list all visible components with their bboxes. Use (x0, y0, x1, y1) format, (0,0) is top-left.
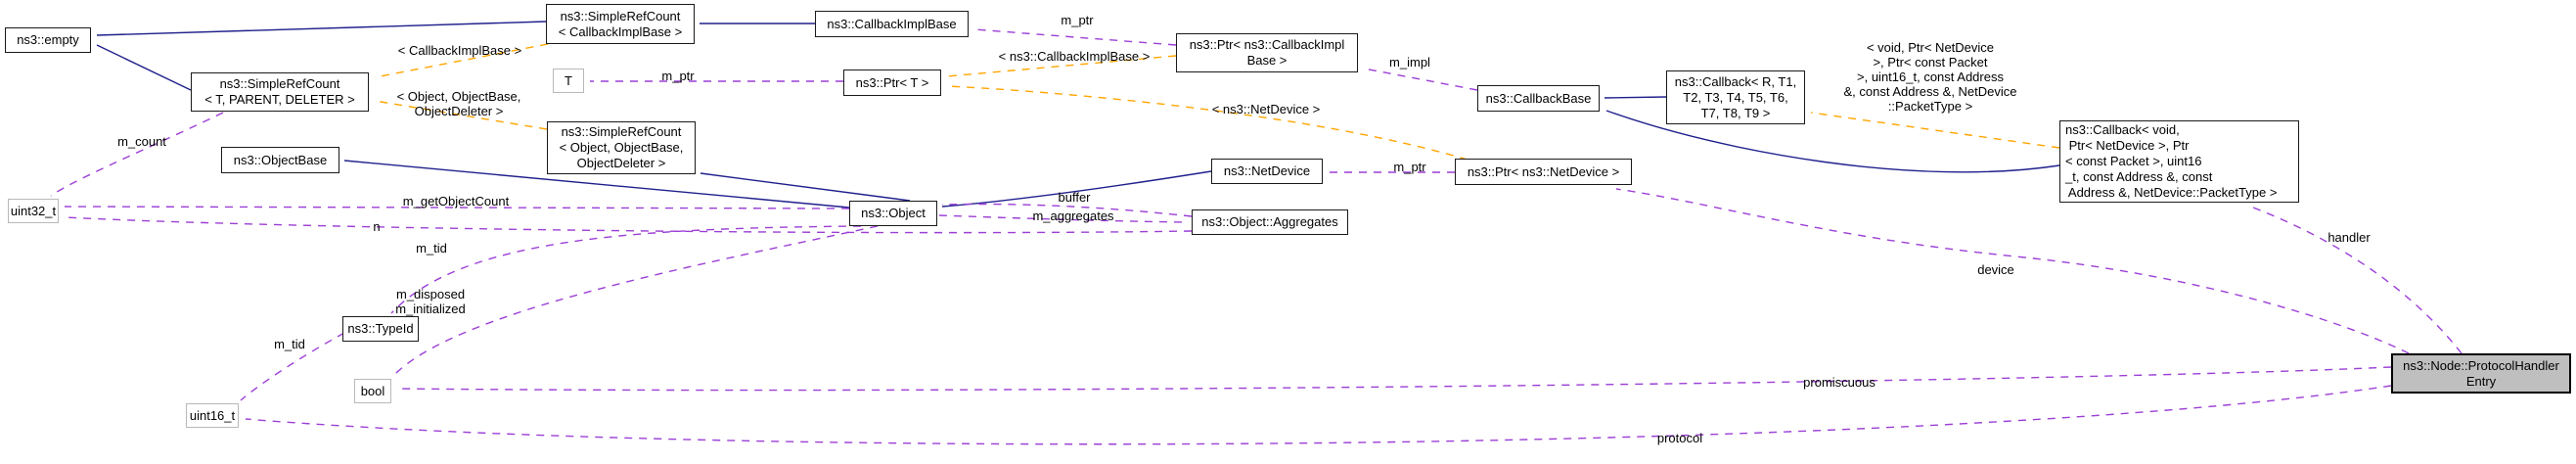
edge-label-buffer: buffer (1058, 190, 1091, 205)
node-t: T (553, 69, 584, 93)
node-callback-void[interactable]: ns3::Callback< void, Ptr< NetDevice >, P… (2059, 120, 2299, 203)
edge-label-m-ptr-t: m_ptr (661, 69, 695, 83)
node-simplerefcount-cib[interactable]: ns3::SimpleRefCount < CallbackImplBase > (546, 4, 695, 44)
edge-template-ptrnd-ptrt (946, 85, 1469, 161)
node-ptr-t[interactable]: ns3::Ptr< T > (843, 70, 941, 96)
edge-inherit-srccib-empty (96, 21, 547, 36)
node-object-aggregates[interactable]: ns3::Object::Aggregates (1192, 209, 1348, 235)
edge-label-n: n (373, 219, 381, 234)
edge-template-callbackvoid-callbackr (1810, 112, 2060, 149)
edge-use-m-aggregates (938, 214, 1190, 223)
edge-inherit-srctpd-empty (96, 44, 192, 91)
edge-inherit-object-objectbase (343, 160, 850, 209)
edge-label-tpl-callbackimplbase: < CallbackImplBase > (397, 43, 522, 58)
node-ptr-callbackimplbase[interactable]: ns3::Ptr< ns3::CallbackImpl Base > (1176, 33, 1358, 72)
edge-label-tpl-object-deleter: < Object, ObjectBase, ObjectDeleter > (396, 89, 521, 118)
edge-label-m-ptr-netdevice: m_ptr (1393, 160, 1426, 174)
edge-inherit-callbackvoid-callbackbase (1605, 110, 2060, 173)
edge-label-m-disposed-m-initialized: m_disposed m_initialized (395, 287, 466, 316)
node-simplerefcount-t[interactable]: ns3::SimpleRefCount < T, PARENT, DELETER… (191, 72, 369, 112)
edge-label-tpl-void-packettype: < void, Ptr< NetDevice >, Ptr< const Pac… (1843, 40, 2017, 114)
edge-inherit-callbackr-callbackbase (1604, 96, 1667, 99)
edge-template-ptrcib-ptrt (946, 55, 1177, 77)
edge-label-handler: handler (2327, 230, 2371, 245)
edge-use-m-disposed-m-initialized (392, 225, 879, 377)
edge-use-buffer (941, 203, 1193, 217)
edge-label-m-tid-typeid: m_tid (274, 337, 305, 351)
edge-use-m-ptr-cib (973, 28, 1177, 46)
node-uint32-t: uint32_t (8, 199, 59, 223)
edge-use-n (64, 216, 1193, 234)
node-object[interactable]: ns3::Object (849, 201, 937, 226)
node-callbackimplbase[interactable]: ns3::CallbackImplBase (815, 11, 969, 37)
edge-label-promiscuous: promiscuous (1803, 375, 1876, 390)
edge-use-m-count (50, 112, 224, 197)
edge-use-m-tid-typeid (240, 332, 345, 401)
edge-use-handler (2252, 207, 2463, 354)
node-uint16-t: uint16_t (186, 403, 239, 428)
edge-label-m-count: m_count (117, 134, 166, 149)
edge-inherit-object-srcobj (700, 172, 911, 202)
edge-label-m-aggregates: m_aggregates (1032, 209, 1114, 223)
node-objectbase[interactable]: ns3::ObjectBase (221, 147, 339, 173)
edge-label-tpl-ns3-callbackimplbase: < ns3::CallbackImplBase > (998, 49, 1151, 64)
node-ptr-netdevice[interactable]: ns3::Ptr< ns3::NetDevice > (1455, 159, 1632, 185)
edge-label-m-getobjectcount: m_getObjectCount (402, 194, 510, 209)
node-protocolhandlerentry: ns3::Node::ProtocolHandler Entry (2391, 353, 2571, 394)
edge-label-device: device (1977, 262, 2014, 277)
edge-template-srccib-srctpd (374, 43, 549, 78)
edge-use-device (1615, 188, 2410, 354)
edge-label-tpl-ns3-netdevice: < ns3::NetDevice > (1211, 102, 1321, 116)
edge-label-m-ptr-impl: m_ptr (1061, 13, 1094, 27)
edge-label-protocol: protocol (1656, 431, 1703, 445)
node-typeid[interactable]: ns3::TypeId (342, 316, 419, 342)
edge-use-m-impl (1363, 68, 1478, 91)
edge-label-m-tid-object: m_tid (416, 241, 447, 255)
edge-label-m-impl: m_impl (1389, 55, 1430, 70)
node-netdevice[interactable]: ns3::NetDevice (1211, 159, 1323, 184)
node-bool: bool (354, 379, 391, 403)
node-callbackbase[interactable]: ns3::CallbackBase (1477, 85, 1600, 112)
edge-use-protocol (245, 385, 2392, 445)
node-empty[interactable]: ns3::empty (5, 27, 91, 53)
node-callback-r[interactable]: ns3::Callback< R, T1, T2, T3, T4, T5, T6… (1666, 70, 1805, 124)
edge-use-promiscuous (396, 366, 2392, 392)
node-simplerefcount-object[interactable]: ns3::SimpleRefCount < Object, ObjectBase… (547, 121, 696, 174)
edge-use-m-tid-object (390, 225, 862, 314)
